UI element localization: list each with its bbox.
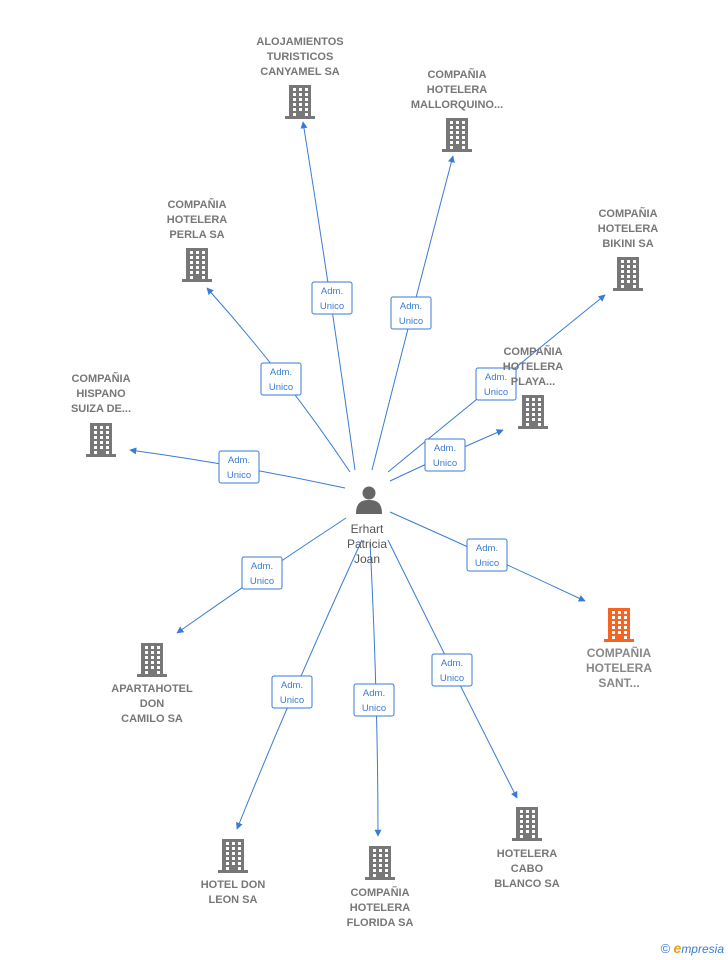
center-name-line-1: Erhart — [351, 522, 384, 536]
edge-label-n4[interactable]: Adm. Unico — [475, 367, 517, 401]
company-name-line: HOTELERA — [503, 361, 564, 373]
edge-label-line-2: Unico — [440, 673, 464, 684]
copyright-symbol: © — [660, 941, 671, 956]
company-name-line: DON — [140, 698, 165, 710]
company-name-line: HOTELERA — [586, 661, 652, 675]
company-name-line: HOTELERA — [350, 902, 411, 914]
company-name-line: APARTAHOTEL — [111, 683, 193, 695]
company-name-line: LEON SA — [209, 894, 258, 906]
company-name-line: PERLA SA — [169, 229, 224, 241]
edge-label-n5[interactable]: Adm. Unico — [424, 438, 466, 472]
building-icon — [613, 257, 643, 291]
company-node-n6[interactable]: COMPAÑIA HISPANO SUIZA DE... — [71, 372, 131, 457]
edge-label-line-1: Adm. — [485, 372, 507, 383]
company-name-line: BIKINI SA — [602, 238, 653, 250]
brand-initial: e — [673, 940, 682, 956]
company-name-line: COMPAÑIA — [503, 345, 562, 358]
edge-label-line-2: Unico — [250, 576, 274, 587]
company-name-line: COMPAÑIA — [598, 207, 657, 220]
company-name-line: HOTELERA — [427, 84, 488, 96]
person-icon — [356, 486, 382, 514]
company-name-line: PLAYA... — [511, 376, 555, 388]
company-node-n2[interactable]: COMPAÑIA HOTELERA MALLORQUINO... — [411, 68, 503, 152]
edge-label-n10[interactable]: Adm. Unico — [271, 675, 313, 709]
company-node-n1[interactable]: ALOJAMIENTOS TURISTICOS CANYAMEL SA — [256, 36, 344, 119]
company-name-line: CAMILO SA — [121, 713, 183, 725]
edge-label-line-2: Unico — [269, 382, 293, 393]
brand-name: mpresia — [681, 942, 724, 956]
building-icon — [512, 807, 542, 841]
nodes-layer: ALOJAMIENTOS TURISTICOS CANYAMEL SA COMPAÑI… — [71, 36, 658, 929]
building-icon — [218, 839, 248, 873]
edge-label-n7[interactable]: Adm. Unico — [466, 538, 508, 572]
building-icon — [604, 608, 634, 642]
company-node-n4[interactable]: COMPAÑIA HOTELERA BIKINI SA — [598, 207, 659, 291]
footer-brand[interactable]: © empresia — [661, 940, 724, 956]
company-name-line: COMPAÑIA — [587, 645, 652, 660]
company-name-line: CANYAMEL SA — [260, 66, 340, 78]
company-name-line: SUIZA DE... — [71, 403, 131, 415]
company-name-line: HOTELERA — [598, 223, 659, 235]
company-node-n11[interactable]: COMPAÑIA HOTELERA FLORIDA SA — [347, 846, 414, 929]
company-name-line: COMPAÑIA — [350, 886, 409, 899]
company-name-line: CABO — [511, 863, 544, 875]
edge-label-n8[interactable]: Adm. Unico — [241, 556, 283, 590]
company-node-n7[interactable]: COMPAÑIAHOTELERASANT... — [586, 608, 652, 690]
edge-label-n1[interactable]: Adm. Unico — [311, 281, 353, 315]
edge-label-line-2: Unico — [399, 316, 423, 327]
edge-label-n11[interactable]: Adm. Unico — [353, 683, 395, 717]
edge-label-line-2: Unico — [484, 387, 508, 398]
edge-label-line-2: Unico — [320, 301, 344, 312]
building-icon — [182, 248, 212, 282]
edge-label-line-1: Adm. — [400, 301, 422, 312]
center-name-line-3: Joan — [354, 552, 380, 566]
company-name-line: ALOJAMIENTOS — [256, 36, 343, 48]
company-name-line: COMPAÑIA — [71, 372, 130, 385]
building-icon — [365, 846, 395, 880]
edge-label-line-2: Unico — [433, 458, 457, 469]
company-name-line: HOTEL DON — [201, 879, 266, 891]
edge-label-line-1: Adm. — [476, 543, 498, 554]
edge-label-line-1: Adm. — [321, 286, 343, 297]
edge-label-n6[interactable]: Adm. Unico — [218, 450, 260, 484]
company-node-n3[interactable]: COMPAÑIA HOTELERA PERLA SA — [167, 198, 228, 282]
company-name-line: HOTELERA — [167, 214, 228, 226]
company-node-n10[interactable]: HOTEL DON LEON SA — [201, 839, 266, 906]
edge-label-line-1: Adm. — [441, 658, 463, 669]
company-name-line: BLANCO SA — [494, 878, 559, 890]
company-name-line: HOTELERA — [497, 848, 558, 860]
edge-label-line-1: Adm. — [363, 688, 385, 699]
building-icon — [442, 118, 472, 152]
company-name-line: FLORIDA SA — [347, 917, 414, 929]
edge-label-n9[interactable]: Adm. Unico — [431, 653, 473, 687]
company-node-n8[interactable]: APARTAHOTEL DON CAMILO SA — [111, 643, 193, 725]
company-node-n5[interactable]: COMPAÑIA HOTELERA PLAYA... — [503, 345, 564, 429]
edge-label-n2[interactable]: Adm. Unico — [390, 296, 432, 330]
edge-label-line-2: Unico — [227, 470, 251, 481]
edge-label-line-1: Adm. — [281, 680, 303, 691]
edge-label-n3[interactable]: Adm. Unico — [260, 362, 302, 396]
company-name-line: HISPANO — [76, 388, 126, 400]
company-name-line: COMPAÑIA — [427, 68, 486, 81]
edge-label-line-2: Unico — [475, 558, 499, 569]
edge-label-line-2: Unico — [280, 695, 304, 706]
building-icon — [86, 423, 116, 457]
edge-label-line-1: Adm. — [270, 367, 292, 378]
edge-label-line-1: Adm. — [228, 455, 250, 466]
company-name-line: MALLORQUINO... — [411, 99, 503, 111]
company-name-line: TURISTICOS — [267, 51, 334, 63]
center-node[interactable]: Erhart Patricia Joan — [347, 486, 387, 567]
company-name-line: COMPAÑIA — [167, 198, 226, 211]
company-name-line: SANT... — [598, 676, 639, 690]
center-name-line-2: Patricia — [347, 537, 387, 551]
building-icon — [137, 643, 167, 677]
edge-label-line-1: Adm. — [434, 443, 456, 454]
building-icon — [285, 85, 315, 119]
building-icon — [518, 395, 548, 429]
edge-label-line-2: Unico — [362, 703, 386, 714]
company-node-n9[interactable]: HOTELERA CABO BLANCO SA — [494, 807, 560, 890]
edge-label-line-1: Adm. — [251, 561, 273, 572]
